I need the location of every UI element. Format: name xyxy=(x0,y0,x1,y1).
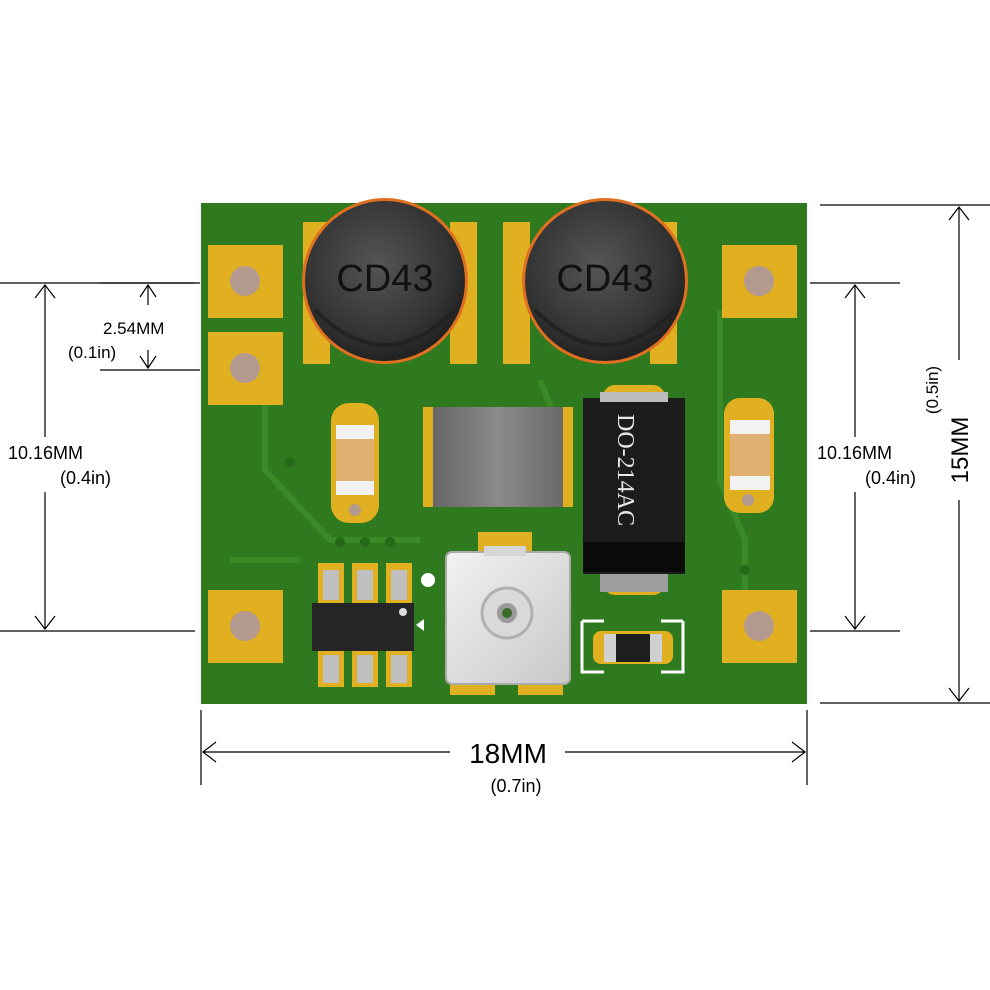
width-mm-label: 18MM xyxy=(469,738,547,769)
width-inch-label: (0.7in) xyxy=(490,776,541,796)
pad-top-left-2 xyxy=(208,332,283,405)
pad-top-left-1 xyxy=(208,245,283,318)
right-span-inch-label: (0.4in) xyxy=(865,468,916,488)
smd-capacitor-left xyxy=(331,403,379,523)
smd-capacitor-right xyxy=(724,398,774,513)
left-span-inch-label: (0.4in) xyxy=(60,468,111,488)
height-inch-label: (0.5in) xyxy=(923,366,942,414)
inductor-left-label: CD43 xyxy=(336,258,433,300)
inductor-right: CD43 xyxy=(503,198,688,364)
smd-resistor xyxy=(580,619,685,674)
pitch-inch-label: (0.1in) xyxy=(68,343,116,362)
pad-top-right xyxy=(722,245,797,318)
left-span-mm-label: 10.16MM xyxy=(8,443,83,463)
inductor-right-label: CD43 xyxy=(556,258,653,300)
pad-bottom-right xyxy=(722,590,797,663)
right-span-mm-label: 10.16MM xyxy=(817,443,892,463)
sot-ic xyxy=(312,563,435,687)
dimension-lines xyxy=(0,204,990,785)
diode-do214ac: DO-214AC xyxy=(583,385,685,595)
trimmer-potentiometer xyxy=(445,532,571,695)
height-mm-label: 15MM xyxy=(947,417,974,484)
diode-label: DO-214AC xyxy=(612,414,638,526)
smd-block-component xyxy=(423,407,573,507)
inductor-left: CD43 xyxy=(302,198,477,364)
pitch-mm-label: 2.54MM xyxy=(103,319,164,338)
pad-bottom-left xyxy=(208,590,283,663)
